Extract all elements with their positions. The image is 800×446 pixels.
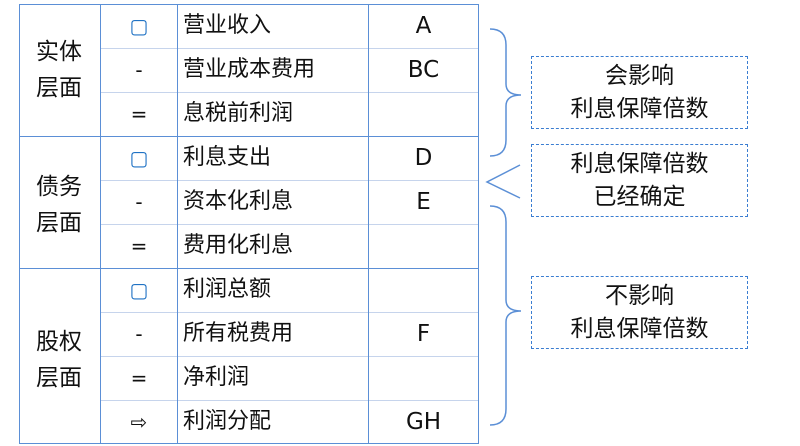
- layer-label-line: 层面: [36, 75, 82, 101]
- layer-label-line: 实体: [36, 39, 82, 65]
- right-brace-bottom: [489, 205, 522, 426]
- column-divider: [177, 4, 178, 444]
- row-line: [100, 224, 479, 225]
- column-divider: [19, 4, 20, 444]
- row-item: 利润分配: [183, 409, 272, 434]
- row-code: E: [416, 188, 431, 215]
- row-symbol: ▢: [129, 278, 149, 302]
- table-top-border: [19, 4, 479, 5]
- section-divider-2: [19, 268, 479, 269]
- row-item: 营业收入: [183, 13, 272, 38]
- layer-label-entity: 实体 层面: [21, 34, 97, 106]
- row-symbol: ⇨: [130, 410, 148, 434]
- income-table: 实体 层面 债务 层面 股权 层面 ▢ 营业收入 A - 营业成本费用 BC =…: [19, 4, 479, 444]
- row-symbol: ▢: [129, 146, 149, 170]
- column-divider: [368, 4, 369, 444]
- note-not-affect-coverage: 不影响 利息保障倍数: [531, 276, 748, 349]
- row-symbol: -: [135, 322, 143, 346]
- left-angle-connector: [485, 164, 521, 199]
- layer-label-line: 股权: [36, 329, 82, 355]
- note-line: 利息保障倍数: [570, 315, 709, 342]
- row-code: F: [416, 320, 431, 347]
- row-code: D: [414, 144, 433, 171]
- row-line: [100, 180, 479, 181]
- row-code: GH: [405, 408, 442, 435]
- layer-label-line: 层面: [36, 210, 82, 236]
- note-affects-coverage: 会影响 利息保障倍数: [531, 56, 748, 129]
- row-item: 息税前利润: [183, 101, 294, 126]
- row-symbol: =: [130, 366, 148, 390]
- row-symbol: =: [130, 234, 148, 258]
- row-item: 净利润: [183, 365, 250, 390]
- row-item: 所有税费用: [183, 321, 294, 346]
- row-line: [100, 312, 479, 313]
- row-item: 营业成本费用: [183, 57, 316, 82]
- column-divider: [100, 4, 101, 444]
- column-divider: [478, 4, 479, 444]
- note-coverage-determined: 利息保障倍数 已经确定: [531, 144, 748, 217]
- row-item: 利息支出: [183, 145, 272, 170]
- row-item: 费用化利息: [183, 233, 294, 258]
- row-symbol: =: [130, 102, 148, 126]
- row-line: [100, 92, 479, 93]
- row-symbol: -: [135, 190, 143, 214]
- note-line: 利息保障倍数: [570, 150, 709, 177]
- row-code: BC: [407, 56, 440, 83]
- table-bottom-border: [19, 443, 479, 444]
- row-item: 利润总额: [183, 277, 272, 302]
- right-brace-top: [489, 28, 522, 157]
- note-line: 会影响: [605, 62, 674, 89]
- row-item: 资本化利息: [183, 189, 294, 214]
- layer-label-equity: 股权 层面: [21, 324, 97, 396]
- layer-label-line: 债务: [36, 174, 82, 200]
- layer-label-line: 层面: [36, 365, 82, 391]
- note-line: 不影响: [605, 282, 674, 309]
- row-line: [100, 48, 479, 49]
- section-divider-1: [19, 136, 479, 137]
- row-line: [100, 356, 479, 357]
- row-code: A: [415, 12, 432, 39]
- row-symbol: ▢: [129, 14, 149, 38]
- note-line: 利息保障倍数: [570, 95, 709, 122]
- row-line: [100, 400, 479, 401]
- note-line: 已经确定: [593, 183, 686, 210]
- row-symbol: -: [135, 58, 143, 82]
- layer-label-debt: 债务 层面: [21, 169, 97, 241]
